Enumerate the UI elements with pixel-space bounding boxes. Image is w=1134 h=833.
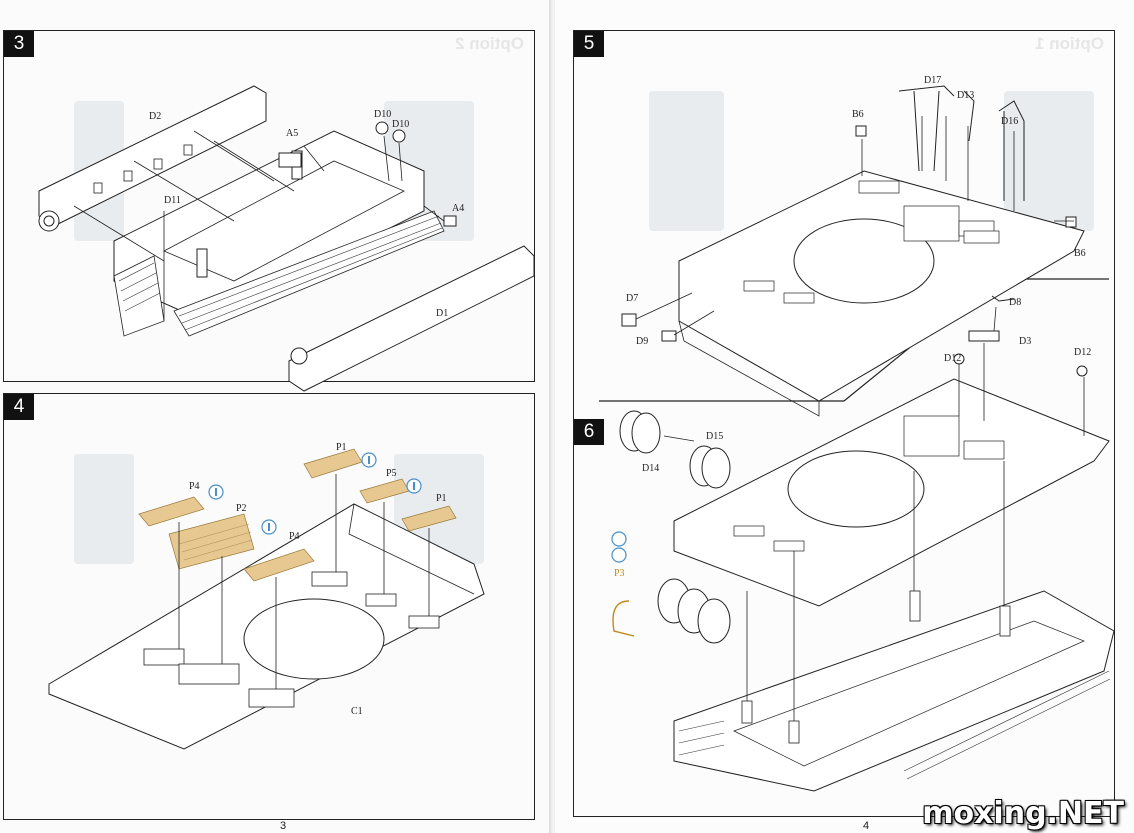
step-3-panel: 3 Option 2 (3, 30, 535, 392)
label-d3: D3 (1019, 336, 1031, 347)
label-b6-a: B6 (852, 109, 864, 120)
label-d14: D14 (642, 463, 659, 474)
label-d2: D2 (149, 111, 161, 122)
step-4-number: 4 (4, 394, 34, 420)
label-d8: D8 (1009, 297, 1021, 308)
steps-5-6-panel: 5 Option 1 6 (573, 30, 1115, 817)
page-number-right: 4 (863, 820, 870, 832)
label-p1-b: P1 (436, 493, 447, 504)
label-d11: D11 (164, 195, 181, 206)
label-d16: D16 (1001, 116, 1018, 127)
label-b6-b: B6 (1074, 248, 1086, 259)
watermark: moxing.NET (922, 796, 1124, 831)
page-number-left: 3 (280, 820, 287, 832)
label-d10-a: D10 (374, 109, 391, 120)
right-page: 5 Option 1 6 (555, 0, 1134, 833)
label-c1: C1 (351, 706, 363, 717)
label-d15: D15 (706, 431, 723, 442)
label-p5: P5 (386, 468, 397, 479)
label-p4-a: P4 (189, 481, 200, 492)
left-page: 3 Option 2 (0, 0, 552, 833)
label-a5: A5 (286, 128, 298, 139)
label-p1-a: P1 (336, 442, 347, 453)
label-d7: D7 (626, 293, 638, 304)
step-3-diagram: D2 A5 D10 D10 D11 A4 D1 (38, 85, 535, 392)
label-d13: D13 (957, 90, 974, 101)
label-p3: P3 (614, 568, 625, 579)
step-6-number: 6 (574, 419, 604, 445)
step-4-diagram: P1 P4 P2 P4 P5 P1 C1 (48, 442, 485, 750)
label-p4-b: P4 (289, 531, 300, 542)
step-5-number: 5 (574, 31, 604, 57)
step-4-panel: 4 (3, 393, 535, 820)
label-a4: A4 (452, 203, 464, 214)
label-d12-a: D12 (944, 353, 961, 364)
label-d17: D17 (924, 75, 941, 86)
steps-5-6-diagram: D17 D13 B6 D16 B6 D7 D9 (599, 75, 1115, 792)
label-p2: P2 (236, 503, 247, 514)
label-d1: D1 (436, 308, 448, 319)
label-d10-b: D10 (392, 119, 409, 130)
label-d12-b: D12 (1074, 347, 1091, 358)
spine (549, 0, 558, 833)
label-d9: D9 (636, 336, 648, 347)
step-3-number: 3 (4, 31, 34, 57)
